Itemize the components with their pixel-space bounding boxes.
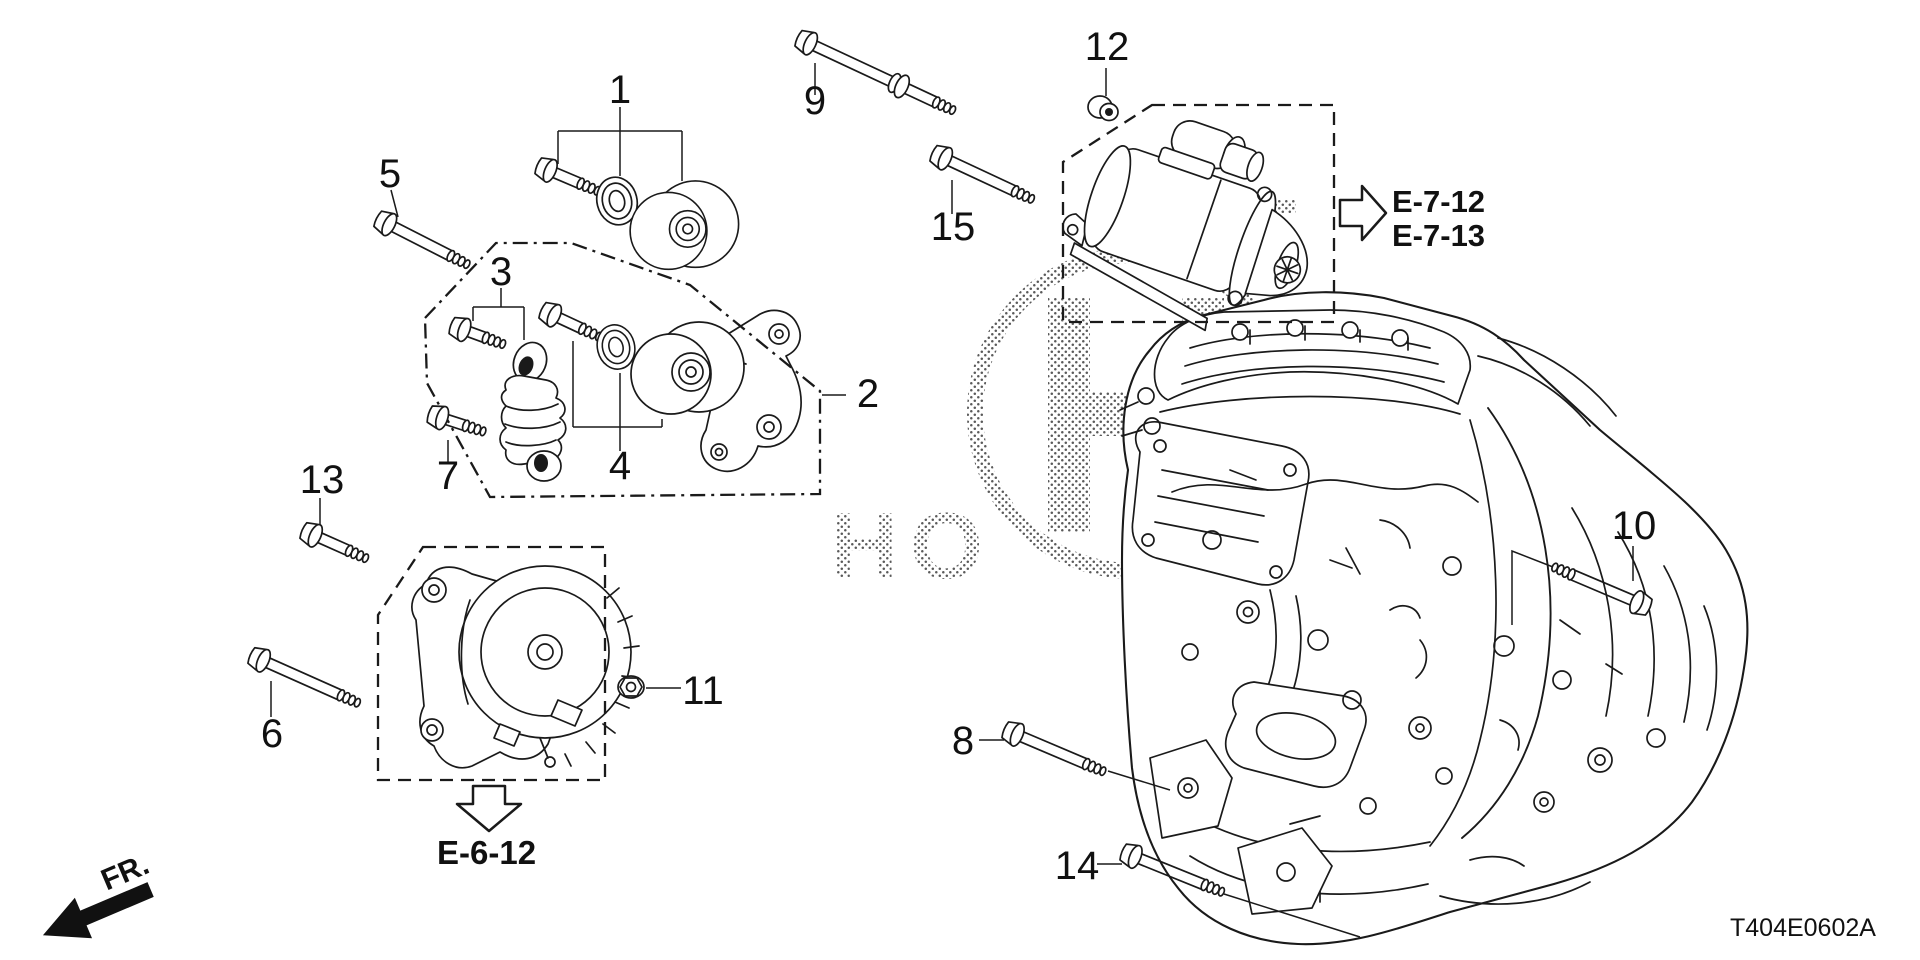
ref-arrow-down-icon [455, 784, 523, 833]
engine-illustration [1119, 291, 1749, 946]
part-callout-2[interactable]: 2 [857, 372, 879, 416]
part1-pulley [629, 180, 740, 271]
bolt-14 [1116, 839, 1227, 899]
part-callout-10[interactable]: 10 [1612, 504, 1657, 548]
part-callout-15[interactable]: 15 [931, 205, 976, 249]
tensioner-bolt-small [445, 312, 508, 352]
part-callout-9[interactable]: 9 [804, 79, 826, 123]
bolt-9 [791, 25, 959, 118]
tensioner-assembly-box [423, 241, 822, 499]
leader-lines [270, 63, 1634, 938]
part-callout-12[interactable]: 12 [1085, 25, 1130, 69]
front-direction-marker: FR. [42, 848, 154, 939]
part1-assembly-illustration [531, 153, 740, 271]
bolt-15 [926, 140, 1038, 207]
part-callout-8[interactable]: 8 [952, 719, 974, 763]
watermark-text: HO [830, 493, 995, 598]
bolt-5 [370, 206, 473, 272]
part-callout-11[interactable]: 11 [682, 669, 724, 713]
bolt-6 [244, 643, 363, 710]
fr-arrow-icon [42, 882, 154, 939]
bolt-13 [296, 518, 372, 566]
starter-illustration [1062, 120, 1309, 332]
ref-arrow-right-icon [1338, 184, 1388, 242]
alternator-illustration [411, 565, 640, 769]
bolt-10 [1549, 560, 1656, 620]
tensioner-pulley [630, 321, 745, 415]
ref-link-e-7-12[interactable]: E-7-12 [1392, 184, 1485, 219]
part-callout-4[interactable]: 4 [609, 444, 631, 488]
pulley-bolt [535, 297, 605, 344]
tensioner-damper [499, 341, 567, 482]
part-callout-13[interactable]: 13 [300, 458, 345, 502]
reference-labels: E-7-12 E-7-13 E-6-12 [437, 184, 1485, 871]
ref-link-e-7-13[interactable]: E-7-13 [1392, 218, 1485, 253]
nut-12 [1087, 95, 1119, 122]
part-callout-3[interactable]: 3 [490, 250, 512, 294]
bolt-7 [424, 401, 489, 439]
part1-bolt [531, 153, 603, 198]
part-callout-6[interactable]: 6 [261, 712, 283, 756]
part-callout-5[interactable]: 5 [379, 152, 401, 196]
part-callouts: 1 2 3 4 5 6 7 8 9 10 11 12 13 14 15 [261, 25, 1656, 888]
part-callout-1[interactable]: 1 [609, 68, 631, 112]
starter-reference-box [1061, 103, 1336, 324]
ref-link-e-6-12[interactable]: E-6-12 [437, 834, 536, 871]
diagram-code: T404E0602A [1730, 914, 1876, 942]
part-callout-7[interactable]: 7 [437, 454, 459, 498]
nut-11 [617, 675, 645, 699]
alternator-reference-box [376, 545, 607, 782]
part-callout-14[interactable]: 14 [1055, 844, 1100, 888]
bolt-8 [998, 717, 1109, 779]
tensioner-assembly-illustration [445, 297, 802, 482]
